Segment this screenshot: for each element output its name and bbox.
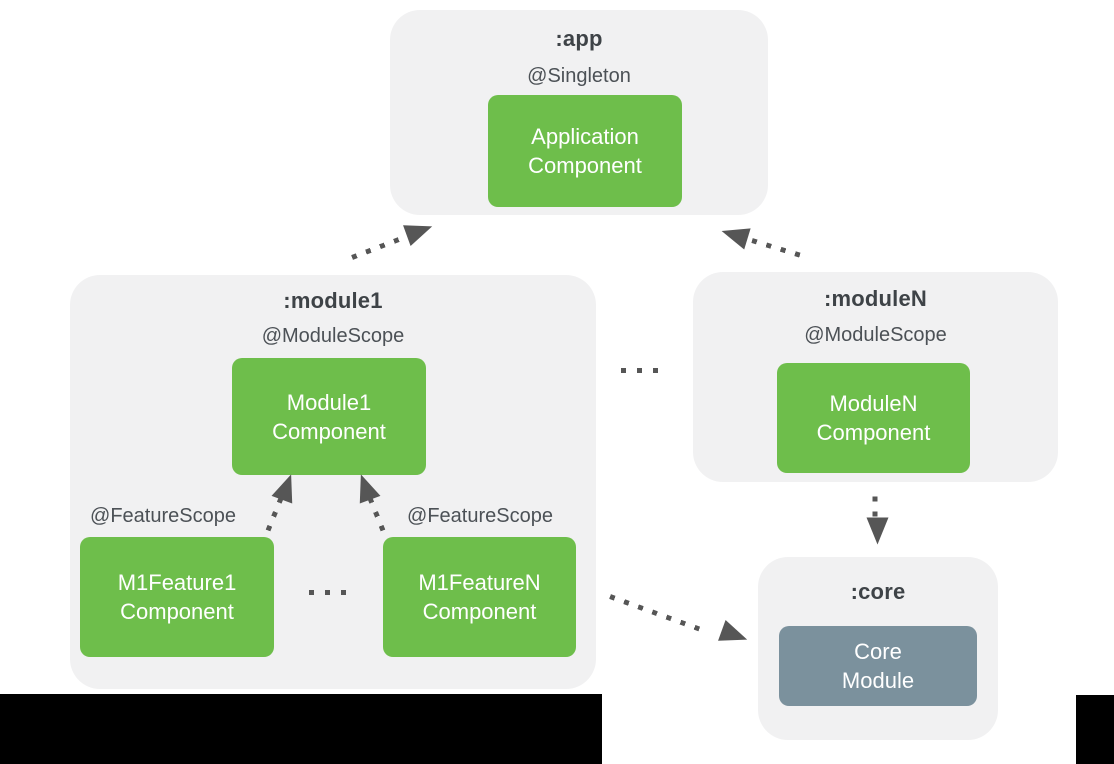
container-app-title: :app xyxy=(555,26,603,51)
arrow-module1-to-core-head-icon xyxy=(718,620,751,650)
application-component-box: Application Component xyxy=(488,95,682,207)
m1featureN-component-line1: M1FeatureN xyxy=(418,570,541,595)
ellipsis-features-icon xyxy=(309,590,351,595)
core-module-line1: Core xyxy=(854,639,902,664)
container-module1: :module1 @ModuleScope Module1 Component … xyxy=(70,275,596,689)
moduleN-component-box: ModuleN Component xyxy=(777,363,970,473)
container-moduleN: :moduleN @ModuleScope ModuleN Component xyxy=(693,272,1058,482)
module1-component-line2: Component xyxy=(272,418,386,444)
m1feature1-component-box: M1Feature1 Component xyxy=(80,537,274,657)
letterbox-bottom-right xyxy=(1076,695,1114,764)
arrow-module1-to-core-line xyxy=(609,594,705,634)
feature1-scope-label: @FeatureScope xyxy=(90,505,236,527)
featureN-scope-label: @FeatureScope xyxy=(407,505,553,527)
arrow-module1-to-app-line xyxy=(351,234,408,260)
core-module-line2: Module xyxy=(841,668,915,693)
container-core-title: :core xyxy=(850,579,906,604)
core-module-box: Core Module xyxy=(779,626,977,706)
module1-component-line1: Module1 xyxy=(286,389,372,415)
module1-component-box: Module1 Component xyxy=(232,358,426,475)
moduleN-component-line1: ModuleN xyxy=(829,391,918,416)
application-component-line1: Application xyxy=(531,124,639,149)
m1feature1-component-line1: M1Feature1 xyxy=(117,570,237,595)
moduleN-component-line2: Component xyxy=(816,420,931,445)
ellipsis-modules-icon xyxy=(621,368,661,373)
arrow-module1-to-app-head-icon xyxy=(403,216,436,246)
moduleN-scope-label: @ModuleScope xyxy=(804,324,947,346)
container-moduleN-title: :moduleN xyxy=(823,286,928,311)
container-module1-title: :module1 xyxy=(283,288,383,313)
container-app: :app @Singleton Application Component xyxy=(390,10,768,215)
arrow-moduleN-to-app-line xyxy=(751,238,809,260)
m1featureN-component-box: M1FeatureN Component xyxy=(383,537,576,657)
letterbox-bottom-left xyxy=(0,694,602,764)
app-scope-label: @Singleton xyxy=(527,65,631,87)
arrow-moduleN-to-core-head-icon xyxy=(866,517,889,545)
application-component-line2: Component xyxy=(528,153,642,178)
m1featureN-component-line2: Component xyxy=(422,599,537,624)
module1-scope-label: @ModuleScope xyxy=(261,325,405,347)
m1feature1-component-line2: Component xyxy=(120,599,234,624)
container-core: :core Core Module xyxy=(758,557,998,740)
arrow-moduleN-to-app-head-icon xyxy=(718,220,751,250)
